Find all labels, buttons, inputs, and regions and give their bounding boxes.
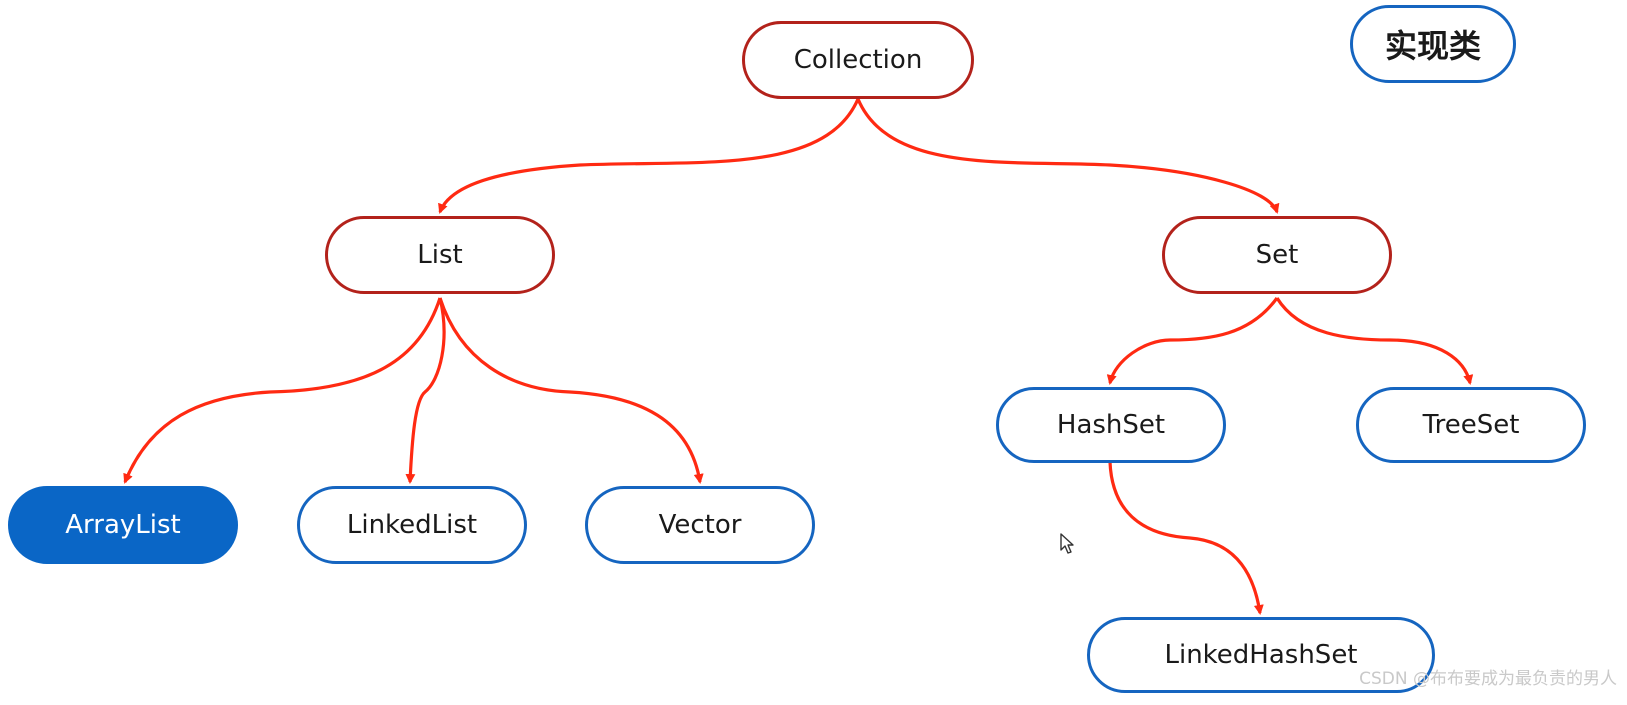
node-linkedhashset[interactable]: LinkedHashSet (1087, 617, 1435, 693)
node-list-label: List (417, 240, 463, 270)
node-collection[interactable]: Collection (742, 21, 974, 99)
edge-collection-list (438, 98, 860, 214)
edge-list-linkedlist (405, 297, 446, 484)
node-set[interactable]: Set (1162, 216, 1392, 294)
edge-set-treeset (1275, 297, 1474, 385)
node-hashset[interactable]: HashSet (996, 387, 1226, 463)
node-linkedhashset-label: LinkedHashSet (1164, 640, 1358, 670)
watermark-text: CSDN @布布要成为最负责的男人 (1359, 669, 1617, 689)
mouse-pointer-icon (1060, 533, 1074, 554)
node-treeset[interactable]: TreeSet (1356, 387, 1586, 463)
legend-impl-class-label: 实现类 (1384, 27, 1481, 65)
node-vector-label: Vector (658, 510, 742, 540)
edge-list-arraylist (123, 297, 442, 484)
edge-collection-set (856, 98, 1280, 214)
node-list[interactable]: List (325, 216, 555, 294)
edge-set-hashset (1106, 297, 1279, 385)
node-linkedlist[interactable]: LinkedList (297, 486, 527, 564)
node-arraylist-label: ArrayList (65, 510, 181, 540)
node-arraylist[interactable]: ArrayList (8, 486, 238, 564)
node-collection-label: Collection (793, 45, 923, 75)
node-vector[interactable]: Vector (585, 486, 815, 564)
node-linkedlist-label: LinkedList (346, 510, 478, 540)
legend-impl-class: 实现类 (1350, 5, 1516, 83)
node-hashset-label: HashSet (1056, 410, 1166, 440)
edge-hashset-linkedhashset (1108, 461, 1264, 615)
node-treeset-label: TreeSet (1422, 410, 1520, 440)
edge-list-vector (438, 297, 704, 484)
node-set-label: Set (1255, 240, 1299, 270)
